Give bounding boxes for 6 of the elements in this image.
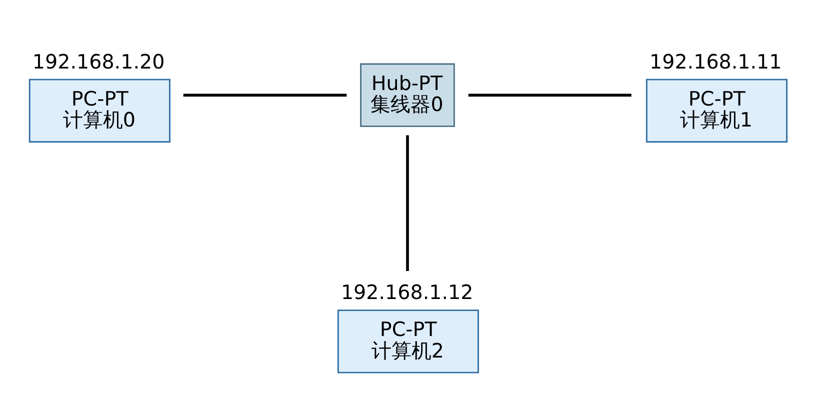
connector: [406, 134, 409, 271]
node-label: 192.168.1.12: [340, 280, 474, 304]
connector: [183, 93, 347, 96]
connector: [468, 93, 632, 96]
node-label: 192.168.1.11: [650, 50, 782, 74]
node-label: 192.168.1.20: [32, 50, 165, 74]
